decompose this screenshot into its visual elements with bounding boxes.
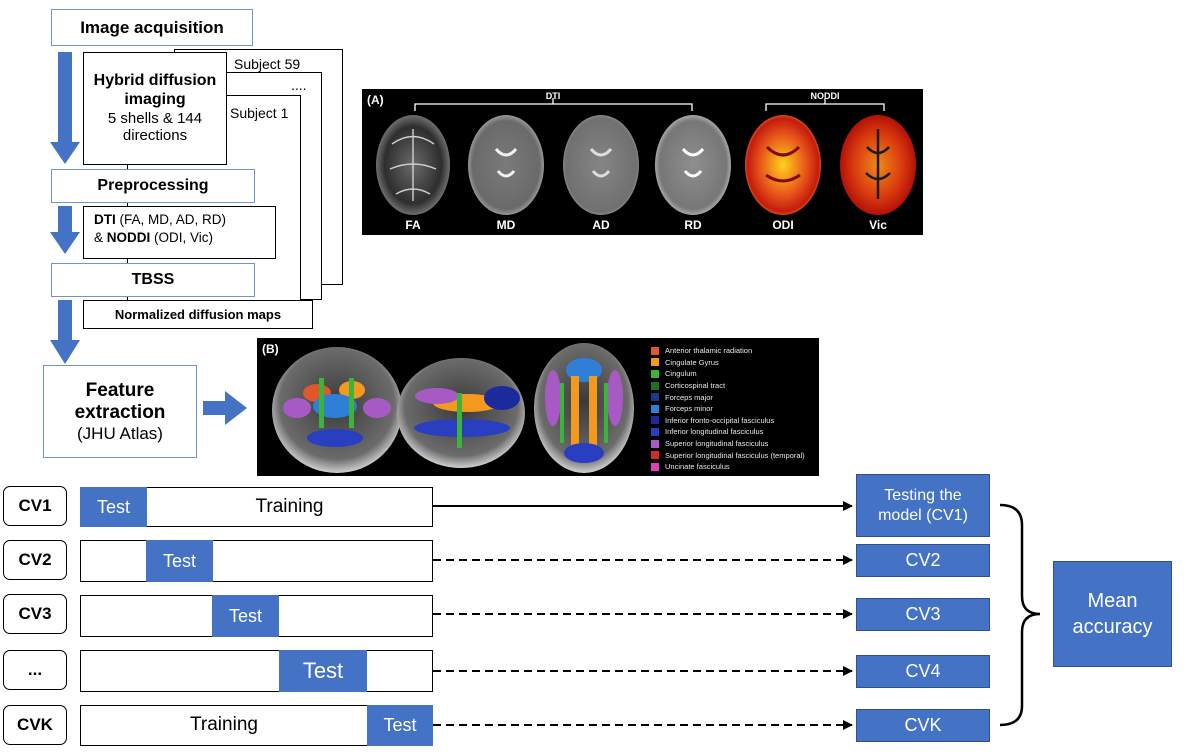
panel-a: (A) DTI NODDI (362, 89, 923, 235)
feature-line3: (JHU Atlas) (77, 423, 163, 443)
legend-swatch (651, 439, 659, 448)
test-segment: Test (279, 650, 367, 692)
cv-row-label-5: CVK (3, 705, 67, 745)
subject-last-label: Subject 59 (234, 56, 301, 72)
fold-bar-3: Test (80, 595, 433, 637)
legend-swatch (651, 427, 659, 436)
hybrid-diffusion-box: Hybrid diffusion imaging 5 shells & 144 … (83, 52, 227, 165)
brain-sagittal (397, 358, 525, 468)
feature-extraction-box: Feature extraction (JHU Atlas) (43, 365, 197, 458)
subject-ellipsis-label: .... (291, 77, 307, 93)
brain-axial (534, 343, 634, 473)
brain-ad (563, 115, 639, 215)
legend-swatch (651, 369, 659, 378)
right-arrow (203, 391, 247, 425)
hybrid-detail: 5 shells & 144 directions (107, 109, 203, 145)
result-cv3: CV3 (856, 598, 990, 631)
fold-bar-5: Training Test (80, 705, 433, 746)
panel-b-label: (B) (262, 342, 279, 356)
legend-item: Forceps minor (651, 403, 805, 415)
map-label-md: MD (496, 218, 516, 232)
brain-vic (840, 115, 916, 215)
result-cv2: CV2 (856, 544, 990, 577)
legend-item: Cingulate Gyrus (651, 357, 805, 369)
group-noddi-label: NODDI (810, 91, 840, 101)
preprocessing-box: Preprocessing (51, 169, 255, 203)
brain-coronal (272, 347, 402, 473)
group-dti-label: DTI (545, 91, 561, 101)
normalized-maps-box: Normalized diffusion maps (83, 300, 313, 329)
map-label-rd: RD (684, 218, 702, 232)
test-segment: Test (80, 487, 147, 527)
legend-item: Inferior longitudinal fasciculus (651, 426, 805, 438)
cv-row-label-1: CV1 (3, 486, 67, 526)
brain-odi (745, 115, 821, 215)
fold-bar-2: Test (80, 540, 433, 582)
hybrid-title: Hybrid diffusion imaging (93, 71, 217, 108)
result-cvk: CVK (856, 709, 990, 742)
legend-swatch (651, 358, 659, 367)
tract-renderings (272, 343, 634, 473)
training-segment: Training (190, 714, 258, 735)
map-label-vic: Vic (869, 218, 887, 232)
map-label-ad: AD (592, 218, 610, 232)
tbss-box: TBSS (51, 263, 255, 297)
down-arrow-2 (50, 206, 80, 254)
dti-line: DTI (FA, MD, AD, RD) (94, 212, 227, 227)
cv-row-label-3: CV3 (3, 594, 67, 634)
panel-a-label: (A) (367, 93, 384, 107)
training-segment: Training (255, 495, 324, 517)
dti-noddi-box: DTI (FA, MD, AD, RD) & NODDI (ODI, Vic) (83, 206, 276, 259)
tract-legend: Anterior thalamic radiation Cingulate Gy… (651, 345, 805, 473)
panel-a-brackets (414, 98, 885, 111)
feature-line2: extraction (74, 401, 166, 423)
test-segment: Test (367, 705, 433, 746)
legend-item: Forceps major (651, 391, 805, 403)
brain-rd (655, 115, 731, 215)
legend-swatch (651, 381, 659, 390)
brain-md (468, 115, 544, 215)
subject-first-label: Subject 1 (230, 105, 289, 121)
down-arrow-3 (50, 300, 80, 364)
legend-item: Inferior fronto-occipital fasciculus (651, 415, 805, 427)
image-acquisition-box: Image acquisition (51, 9, 253, 46)
legend-item: Cingulum (651, 368, 805, 380)
legend-item: Superior longitudinal fasciculus (tempor… (651, 449, 805, 461)
noddi-line: & NODDI (ODI, Vic) (94, 229, 214, 245)
fold-bar-1: Test Training (80, 487, 433, 527)
map-label-odi: ODI (772, 218, 794, 232)
result-cv1: Testing the model (CV1) (856, 474, 990, 537)
legend-swatch (651, 451, 659, 460)
brain-maps (376, 115, 916, 215)
cv-row-label-2: CV2 (3, 540, 67, 580)
test-segment: Test (212, 595, 279, 637)
legend-swatch (651, 404, 659, 413)
cv-row-label-4: ... (3, 650, 67, 690)
legend-swatch (651, 416, 659, 425)
legend-swatch (651, 462, 659, 471)
test-segment: Test (146, 540, 213, 582)
legend-item: Anterior thalamic radiation (651, 345, 805, 357)
legend-swatch (651, 346, 659, 355)
fold-bar-4: Test (80, 650, 433, 692)
result-cv4: CV4 (856, 655, 990, 688)
feature-line1: Feature (85, 379, 155, 401)
legend-swatch (651, 393, 659, 402)
legend-item: Corticospinal tract (651, 380, 805, 392)
mean-accuracy-box: Mean accuracy (1053, 561, 1172, 667)
panel-b: (B) (257, 338, 819, 476)
legend-item: Superior longitudinal fasciculus (651, 438, 805, 450)
map-label-fa: FA (405, 218, 421, 232)
legend-item: Uncinate fasciculus (651, 461, 805, 473)
down-arrow-1 (50, 52, 80, 164)
brain-fa (376, 115, 450, 215)
